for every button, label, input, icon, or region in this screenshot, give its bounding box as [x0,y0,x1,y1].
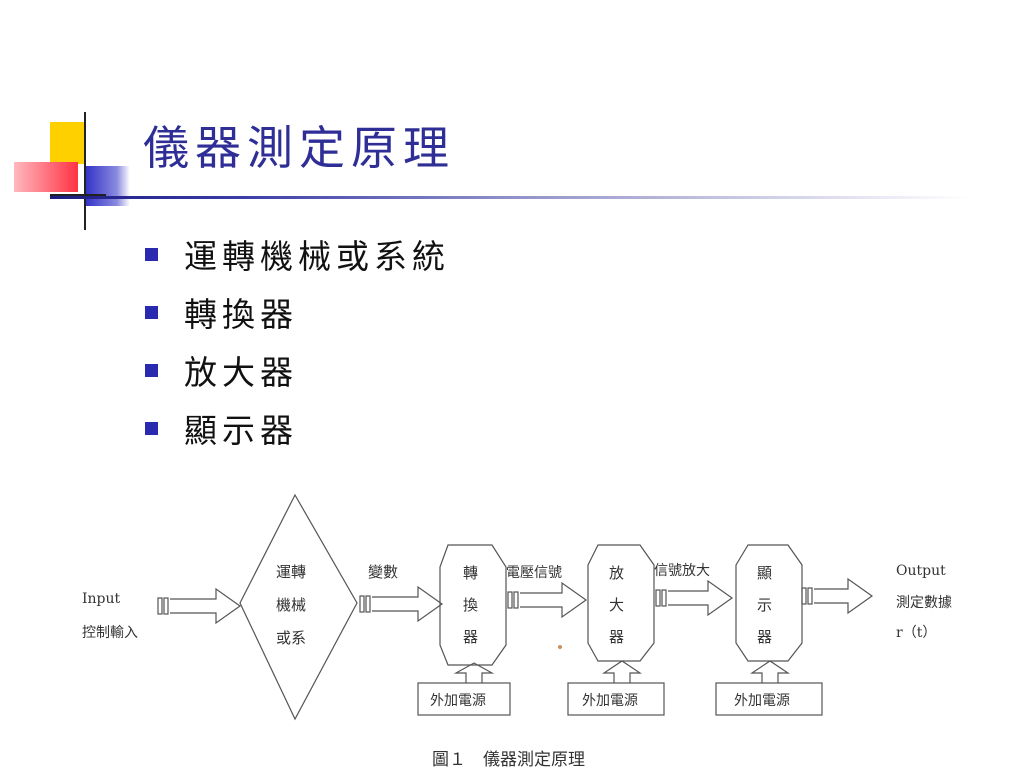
square-bullet-icon [145,421,158,435]
deco-blue-square [86,166,130,206]
variable-arrow [359,585,444,623]
input-sub-label: 控制輸入 [82,625,138,641]
amplifier-label: 大 [609,596,624,614]
measurement-block-diagram: Input 控制輸入 運轉 機械 或系 變數 轉 換 器 外加電源 電壓信號 放… [82,493,952,768]
bullet-text: 轉換器 [184,295,298,334]
speck-dot [558,645,562,649]
output-arrow [801,577,874,615]
output-function-label: r（t） [896,625,936,641]
slide-title: 儀器測定原理 [143,121,455,175]
display-power-arrow [750,660,790,683]
input-label: Input [82,591,121,607]
voltage-label: 電壓信號 [506,565,562,581]
display-block [735,544,803,662]
bullet-item: 轉換器 [145,283,450,341]
deco-red-bar [14,162,78,192]
voltage-arrow [507,581,588,619]
bullet-list: 運轉機械或系統 轉換器 放大器 顯示器 [145,225,450,457]
display-label: 器 [757,628,772,646]
square-bullet-icon [145,247,158,261]
transducer-label: 轉 [463,564,478,582]
power-label: 外加電源 [734,693,790,709]
amplifier-block [587,544,655,662]
deco-yellow-square [50,122,86,164]
amplifier-label: 器 [609,628,624,646]
display-label: 示 [757,596,772,614]
title-underline [50,196,970,199]
square-bullet-icon [145,363,158,377]
power-label: 外加電源 [582,693,638,709]
input-arrow [157,587,242,625]
transducer-label: 換 [463,596,478,614]
transducer-label: 器 [463,628,478,646]
power-box [567,682,665,716]
bullet-text: 顯示器 [184,411,298,450]
amplified-arrow [655,579,734,617]
square-bullet-icon [145,305,158,319]
amplified-label: 信號放大 [654,563,710,579]
bullet-text: 運轉機械或系統 [184,237,450,276]
output-sub-label: 測定數據 [896,595,952,611]
transducer-power-arrow [453,662,495,683]
deco-horizontal-line [50,194,106,196]
output-label: Output [896,563,946,579]
system-label: 機械 [276,596,306,614]
bullet-text: 放大器 [184,353,298,392]
display-label: 顯 [757,564,772,582]
deco-vertical-line [84,112,86,230]
system-label: 運轉 [276,563,306,581]
bullet-item: 運轉機械或系統 [145,225,450,283]
bullet-item: 顯示器 [145,399,450,457]
power-label: 外加電源 [430,693,486,709]
amplifier-label: 放 [609,564,624,582]
power-box [715,682,823,716]
corner-decoration [0,100,150,230]
transducer-block [439,544,507,666]
amplifier-power-arrow [602,660,642,683]
bullet-item: 放大器 [145,341,450,399]
system-diamond [239,493,358,721]
system-label: 或系 [276,629,306,647]
power-box [417,682,511,716]
figure-caption: 圖１ 儀器測定原理 [432,750,585,768]
variable-label: 變數 [368,563,398,581]
